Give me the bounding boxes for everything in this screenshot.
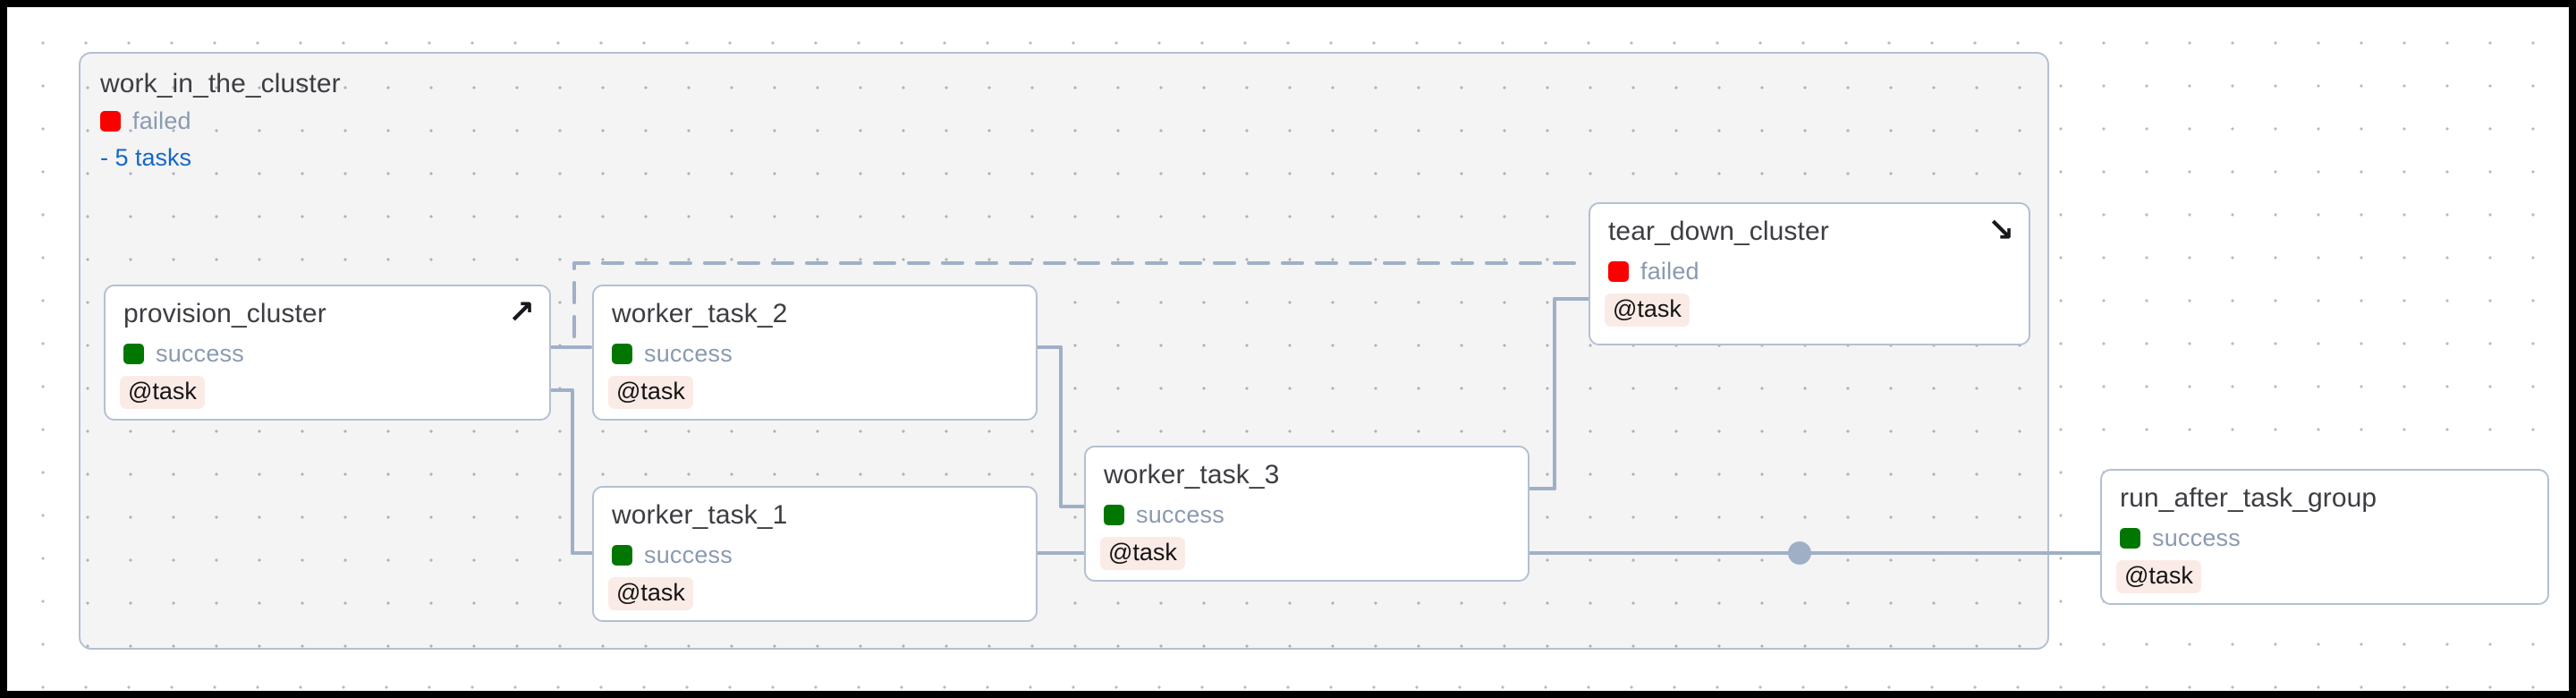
task-group-status-label: failed bbox=[132, 107, 191, 134]
node-title: worker_task_1 bbox=[612, 500, 788, 530]
task-group-header: work_in_the_cluster failed - 5 tasks bbox=[100, 66, 341, 175]
status-swatch-success-icon bbox=[612, 545, 632, 566]
node-status-label: success bbox=[1136, 501, 1224, 528]
node-title: provision_cluster bbox=[123, 299, 326, 328]
node-status-label: success bbox=[2152, 524, 2241, 551]
node-status-label: success bbox=[644, 340, 733, 367]
status-swatch-success-icon bbox=[123, 344, 144, 364]
status-swatch-success-icon bbox=[2120, 528, 2140, 549]
arrow-down-right-icon[interactable]: ↘ bbox=[1987, 212, 2014, 249]
arrow-up-right-icon[interactable]: ↗ bbox=[507, 294, 535, 331]
node-operator-badge: @task bbox=[2116, 560, 2201, 593]
node-worker-task-1[interactable]: worker_task_1 success @task bbox=[592, 486, 1038, 622]
node-status-label: success bbox=[156, 340, 244, 367]
status-swatch-success-icon bbox=[1104, 505, 1124, 525]
node-worker-task-2[interactable]: worker_task_2 success @task bbox=[592, 285, 1038, 421]
node-operator-badge: @task bbox=[1100, 537, 1185, 570]
node-title: run_after_task_group bbox=[2120, 483, 2377, 513]
node-status: success bbox=[612, 340, 733, 368]
node-status: success bbox=[123, 340, 244, 368]
node-worker-task-3[interactable]: worker_task_3 success @task bbox=[1084, 446, 1530, 582]
node-title: worker_task_3 bbox=[1104, 460, 1280, 489]
node-operator-badge: @task bbox=[608, 577, 693, 610]
node-status: success bbox=[612, 541, 733, 569]
status-swatch-failed-icon bbox=[100, 110, 121, 132]
task-group-status: failed bbox=[100, 104, 341, 138]
dag-graph-canvas[interactable]: work_in_the_cluster failed - 5 tasks pro… bbox=[7, 7, 2569, 691]
node-status: success bbox=[1104, 501, 1224, 529]
status-swatch-success-icon bbox=[612, 344, 632, 364]
node-operator-badge: @task bbox=[608, 376, 693, 409]
status-swatch-failed-icon bbox=[1608, 261, 1629, 282]
node-run-after-task-group[interactable]: run_after_task_group success @task bbox=[2100, 469, 2549, 605]
node-provision-cluster[interactable]: provision_cluster ↗ success @task bbox=[104, 285, 551, 421]
node-status-label: success bbox=[644, 541, 733, 568]
node-operator-badge: @task bbox=[1605, 294, 1690, 327]
node-operator-badge: @task bbox=[120, 376, 205, 409]
task-group-title: work_in_the_cluster bbox=[100, 69, 341, 98]
node-status: failed bbox=[1608, 258, 1699, 285]
task-group-tasks-toggle[interactable]: - 5 tasks bbox=[100, 144, 192, 171]
node-title: tear_down_cluster bbox=[1608, 217, 1829, 246]
node-status-label: failed bbox=[1640, 258, 1699, 285]
node-status: success bbox=[2120, 524, 2241, 552]
node-title: worker_task_2 bbox=[612, 299, 788, 328]
node-tear-down-cluster[interactable]: tear_down_cluster ↘ failed @task bbox=[1589, 202, 2030, 345]
